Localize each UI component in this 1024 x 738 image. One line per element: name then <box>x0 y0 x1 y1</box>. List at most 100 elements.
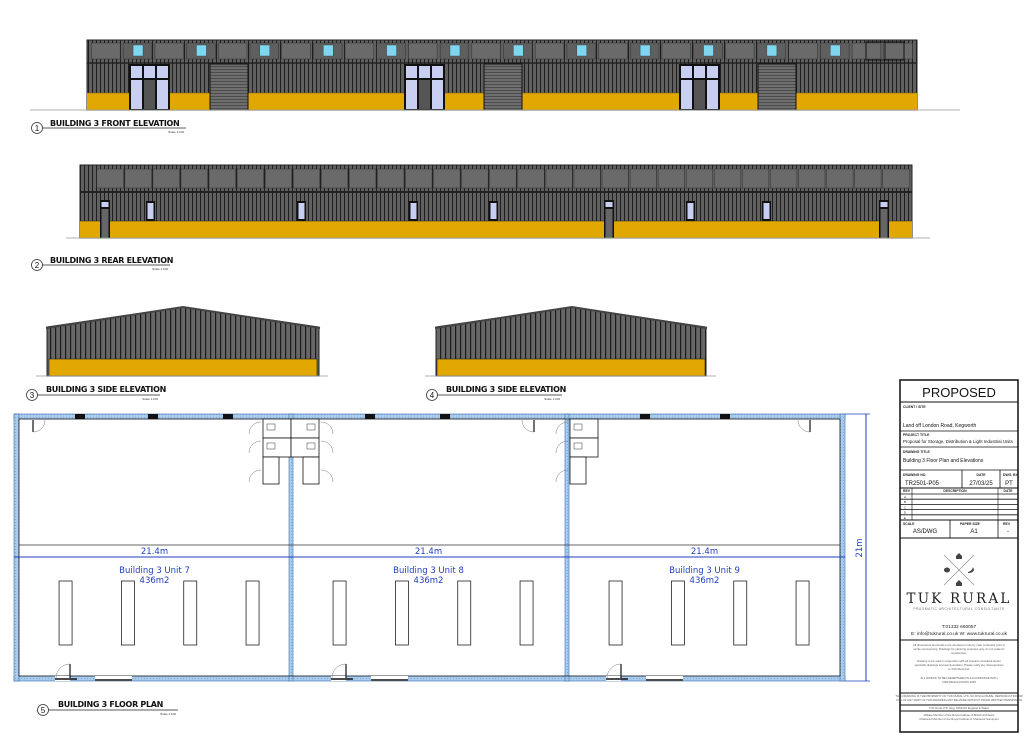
wall-window <box>640 414 650 419</box>
unit-width-dimension: 21.4m <box>141 547 168 557</box>
front-elevation <box>30 39 960 111</box>
phone: T:01332 660057 <box>942 624 977 630</box>
upper-panel <box>517 168 545 189</box>
upper-panel <box>685 168 713 189</box>
note-line: THIS DRAWING IS THE PROPERTY OF TUK RURA… <box>895 694 1022 698</box>
entrance-door <box>694 80 705 109</box>
roller-shutter-door <box>209 63 249 111</box>
toilet-icon <box>573 442 583 450</box>
racking-bay <box>121 580 135 646</box>
scale-label: SCALE <box>903 522 915 526</box>
door-swing <box>331 663 347 679</box>
description-header: DESCRIPTION <box>943 489 967 493</box>
door-swing <box>55 663 71 679</box>
depth-dimension: 21m <box>855 538 865 557</box>
toilet-icon <box>306 442 316 450</box>
window <box>147 203 154 219</box>
window <box>490 203 497 219</box>
rooflight-window <box>196 44 207 57</box>
fire-door <box>605 209 613 238</box>
note-line: specialist drawings and documentation. P… <box>915 663 1004 667</box>
rooflight-window <box>386 44 397 57</box>
upper-panel <box>405 168 433 189</box>
note-line: ALL WORKS TO BE UNDERTAKEN IN ACCORDANCE… <box>920 676 997 680</box>
wall-window <box>440 414 450 419</box>
entrance-door <box>419 80 430 109</box>
shutter-opening <box>371 676 408 681</box>
racking-bay <box>457 580 472 646</box>
upper-panel <box>545 168 573 189</box>
unit-area: 436m2 <box>414 576 444 586</box>
client-site: Land off London Road, Kegworth <box>903 423 977 429</box>
rear-elevation <box>66 164 930 239</box>
rev-letter: D <box>904 511 907 515</box>
note-line: All dimensions and levels to be checked … <box>913 643 1005 647</box>
brand-tagline: PRAGMATIC ARCHITECTURAL CONSULTANTS <box>913 607 1004 611</box>
racking-bay <box>733 580 748 646</box>
drawing-no: TR2501-P05 <box>905 481 940 487</box>
lobby <box>302 456 320 485</box>
window <box>687 203 694 219</box>
upper-panel <box>408 42 438 60</box>
note-line: to TUK Rural Ltd. <box>948 667 970 671</box>
fanlight <box>880 202 888 207</box>
upper-panel <box>798 168 826 189</box>
toilet-icon <box>266 423 276 431</box>
unit-name: Building 3 Unit 9 <box>669 566 740 576</box>
rooflight-window <box>132 44 144 57</box>
window <box>298 203 305 219</box>
upper-panel <box>788 42 818 60</box>
client-site-label: CLIENT / SITE <box>903 405 926 409</box>
view-scale: Scale 1:100 <box>152 267 168 271</box>
drawing-no-label: DRAWING NO. <box>903 473 926 477</box>
shutter-opening <box>646 676 683 681</box>
glazed-panel <box>707 80 718 109</box>
wall-window <box>75 414 85 419</box>
rooflight-window <box>703 44 714 57</box>
glazed-panel <box>681 66 692 78</box>
upper-panel <box>236 168 264 189</box>
project-title: Proposal for Storage, Distribution & Lig… <box>903 439 1014 444</box>
upper-panel <box>489 168 517 189</box>
upper-panel <box>321 168 349 189</box>
toilet-icon <box>266 442 276 450</box>
unit-width-dimension: 21.4m <box>415 547 442 557</box>
rev-label: REV <box>1003 522 1011 526</box>
note-line: Chartered Member of the Royal Institute … <box>919 717 999 721</box>
door-swing <box>320 421 334 435</box>
view-title: BUILDING 3 SIDE ELEVATION <box>46 385 166 394</box>
upper-panel <box>629 168 657 189</box>
rev-letter: A <box>904 495 906 499</box>
glazed-panel <box>131 66 142 78</box>
door-swing <box>606 663 622 679</box>
drawn-by: PT <box>1005 481 1013 487</box>
brand-logo-icon <box>943 553 975 586</box>
upper-panel <box>293 168 321 189</box>
view-title: BUILDING 3 SIDE ELEVATION <box>446 385 566 394</box>
view-title: BUILDING 3 FRONT ELEVATION <box>50 119 179 128</box>
lobby <box>569 456 587 485</box>
view-number: 1 <box>35 124 40 133</box>
unit-name: Building 3 Unit 8 <box>393 566 464 576</box>
view-scale: Scale 1:100 <box>544 397 560 401</box>
paper-size: A1 <box>970 529 978 535</box>
glazed-panel <box>406 80 417 109</box>
rooflight-window <box>639 44 651 57</box>
racking-bay <box>58 580 73 646</box>
view-scale: Scale 1:100 <box>142 397 158 401</box>
brand-name: TUK RURAL <box>907 591 1012 607</box>
upper-panel <box>471 42 501 60</box>
view-scale: Scale 1:100 <box>160 712 176 716</box>
wall-window <box>223 414 233 419</box>
glazed-panel <box>419 66 430 78</box>
rooflight-window <box>513 44 524 57</box>
racking-bay <box>608 580 623 646</box>
